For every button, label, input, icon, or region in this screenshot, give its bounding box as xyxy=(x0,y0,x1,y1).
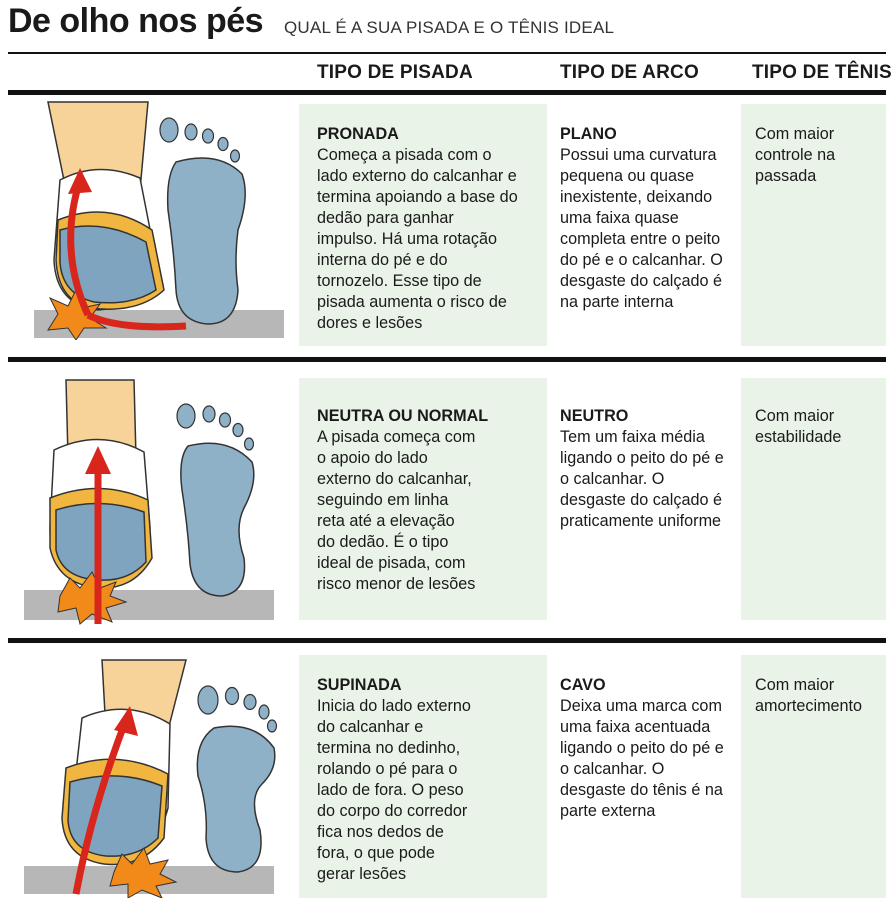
header-rule-bottom xyxy=(8,90,886,95)
page-title: De olho nos pés xyxy=(8,2,264,40)
row-divider-1 xyxy=(8,357,886,362)
header-rule-top xyxy=(8,52,886,54)
neutro-arco-text: NEUTRO Tem um faixa média ligando o peito… xyxy=(560,406,726,532)
supinada-pisada-text: SUPINADA Inicia do lado externo do calcan… xyxy=(317,675,541,885)
neutro-title: NEUTRO xyxy=(560,407,629,425)
supinada-pisada-cell: SUPINADA Inicia do lado externo do calcan… xyxy=(299,655,547,898)
cavo-arco-text: CAVO Deixa uma marca com uma faixa acentu… xyxy=(560,675,726,822)
neutro-arco-cell: NEUTRO Tem um faixa média ligando o peito… xyxy=(548,378,732,620)
plano-title: PLANO xyxy=(560,125,617,143)
cavo-description: Deixa uma marca com uma faixa acentuada … xyxy=(560,697,724,820)
neutro-description: Tem um faixa média ligando o peito do pé… xyxy=(560,428,724,530)
supinada-illustration xyxy=(22,658,284,899)
neutra-illustration xyxy=(22,378,284,626)
pronada-tenis-text: Com maior controle na passada xyxy=(755,125,836,185)
pronada-pisada-cell: PRONADA Começa a pisada com o lado extern… xyxy=(299,104,547,346)
supinada-foot-drawing xyxy=(24,659,278,899)
neutra-pisada-cell: NEUTRA OU NORMAL A pisada começa com o ap… xyxy=(299,378,547,620)
pronada-pisada-text: PRONADA Começa a pisada com o lado extern… xyxy=(317,124,541,334)
neutra-tenis-text: Com maior estabilidade xyxy=(755,407,842,446)
page-subtitle: QUAL É A SUA PISADA E O TÊNIS IDEAL xyxy=(284,18,615,37)
pronada-tenis-cell: Com maior controle na passada xyxy=(741,104,886,346)
pronada-description: Começa a pisada com o lado externo do ca… xyxy=(317,146,518,332)
cavo-arco-cell: CAVO Deixa uma marca com uma faixa acentu… xyxy=(548,655,732,898)
supinada-title: SUPINADA xyxy=(317,676,402,694)
neutra-title: NEUTRA OU NORMAL xyxy=(317,407,489,425)
column-header-arco: TIPO DE ARCO xyxy=(560,62,699,83)
plano-arco-text: PLANO Possui uma curvatura pequena ou qua… xyxy=(560,124,726,313)
neutra-tenis-cell: Com maior estabilidade xyxy=(741,378,886,620)
column-header-pisada: TIPO DE PISADA xyxy=(317,62,473,83)
neutra-foot-drawing xyxy=(24,379,274,625)
plano-arco-cell: PLANO Possui uma curvatura pequena ou qua… xyxy=(548,104,732,346)
neutra-pisada-text: NEUTRA OU NORMAL A pisada começa com o ap… xyxy=(317,406,541,595)
supinada-tenis-text: Com maior amortecimento xyxy=(755,676,863,715)
supinada-description: Inicia do lado externo do calcanhar e te… xyxy=(317,697,471,883)
pronada-title: PRONADA xyxy=(317,125,399,143)
plano-description: Possui uma curvatura pequena ou quase in… xyxy=(560,146,723,311)
pronada-illustration xyxy=(28,100,290,341)
row-divider-2 xyxy=(8,638,886,643)
neutra-description: A pisada começa com o apoio do lado exte… xyxy=(317,428,476,593)
supinada-tenis-cell: Com maior amortecimento xyxy=(741,655,886,898)
cavo-title: CAVO xyxy=(560,676,606,694)
pronada-foot-drawing xyxy=(34,101,284,341)
column-header-tenis: TIPO DE TÊNIS xyxy=(752,62,892,83)
